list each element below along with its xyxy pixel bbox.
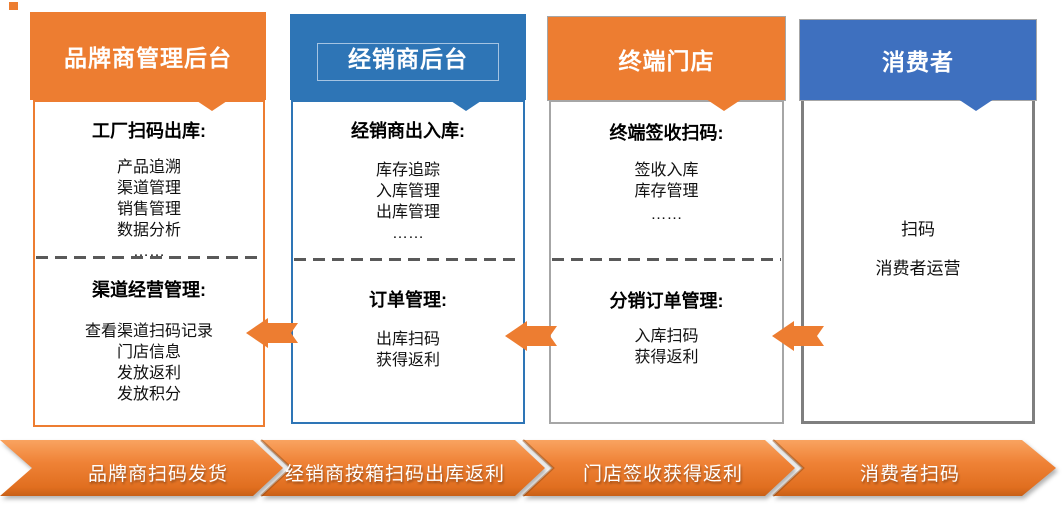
process-step-label: 门店签收获得返利 <box>582 464 743 485</box>
column-title-brand: 品牌商管理后台 <box>64 45 232 71</box>
header-notch-icon <box>448 99 484 111</box>
process-bar-segment <box>0 440 283 496</box>
column-title-store: 终端门店 <box>618 47 715 74</box>
process-step-label: 消费者扫码 <box>859 464 960 485</box>
item-list: 出库扫码 获得返利 <box>293 329 523 371</box>
list-item: 库存管理 <box>634 183 699 200</box>
list-item: …… <box>650 206 683 223</box>
list-item: 入库管理 <box>375 183 440 200</box>
list-item: 出库管理 <box>375 204 440 221</box>
section-heading: 经销商出入库: <box>351 121 465 141</box>
flow-arrow-left-icon <box>246 318 298 348</box>
process-bar-segment <box>261 440 545 496</box>
item-list: 入库扫码 获得返利 <box>551 326 782 368</box>
list-item: 销售管理 <box>116 201 181 218</box>
header-notch-icon <box>194 99 230 111</box>
list-item: 查看渠道扫码记录 <box>84 323 213 340</box>
column-header-distributor: 经销商后台 <box>290 14 526 111</box>
list-item: 出库扫码 <box>375 331 440 348</box>
list-item: 产品追溯 <box>116 159 181 176</box>
flow-arrow-left-icon <box>505 321 557 351</box>
column-title-distributor: 经销商后台 <box>348 46 468 72</box>
column-body-consumer: 扫码 消费者运营 <box>801 98 1035 424</box>
item-list: 产品追溯 渠道管理 销售管理 数据分析 …… <box>35 157 263 262</box>
section-heading: 工厂扫码出库: <box>92 121 206 141</box>
column-header-brand: 品牌商管理后台 <box>30 12 266 111</box>
dashed-divider <box>552 258 781 261</box>
list-item: 入库扫码 <box>634 328 699 345</box>
column-header-store: 终端门店 <box>547 16 786 111</box>
list-item: 发放返利 <box>116 365 181 382</box>
list-item: …… <box>133 243 165 260</box>
list-item: 门店信息 <box>116 344 181 361</box>
process-bar-segment <box>773 440 1056 496</box>
list-item: 渠道管理 <box>116 180 181 197</box>
section-heading: 订单管理: <box>369 290 447 310</box>
section-heading: 分销订单管理: <box>609 291 724 311</box>
corner-accent-square <box>9 2 18 10</box>
list-item: 库存追踪 <box>375 162 440 179</box>
column-header-consumer: 消费者 <box>799 19 1037 111</box>
column-body-brand: 工厂扫码出库: 产品追溯 渠道管理 销售管理 数据分析 …… 渠道经营管理: 查… <box>33 100 265 427</box>
process-bar-segment <box>523 440 795 496</box>
list-item: 消费者运营 <box>875 259 961 278</box>
list-item: 数据分析 <box>116 222 181 239</box>
list-item: 发放积分 <box>116 386 181 403</box>
chevron-separator-icon <box>260 439 293 497</box>
item-list: 查看渠道扫码记录 门店信息 发放返利 发放积分 <box>35 321 263 405</box>
column-title-consumer: 消费者 <box>882 49 954 75</box>
chevron-separator-icon <box>772 439 805 497</box>
header-title-outline <box>317 43 499 81</box>
chevron-separator-icon <box>522 439 555 497</box>
column-body-store: 终端签收扫码: 签收入库 库存管理 …… 分销订单管理: 入库扫码 获得返利 <box>549 100 784 424</box>
list-item: 获得返利 <box>634 349 699 366</box>
process-step-label: 经销商按箱扫码出库返利 <box>284 464 505 485</box>
header-notch-icon <box>706 99 742 111</box>
list-item: 签收入库 <box>634 162 699 179</box>
section-heading: 渠道经营管理: <box>92 280 206 300</box>
list-item: …… <box>392 225 424 242</box>
list-item: 扫码 <box>901 220 935 239</box>
process-bar <box>0 439 1056 497</box>
dashed-divider <box>36 256 262 259</box>
header-notch-icon <box>958 99 994 111</box>
column-body-distributor: 经销商出入库: 库存追踪 入库管理 出库管理 …… 订单管理: 出库扫码 获得返… <box>291 100 525 424</box>
item-list: 库存追踪 入库管理 出库管理 …… <box>293 160 523 244</box>
list-item: 获得返利 <box>375 352 440 369</box>
dashed-divider <box>294 258 522 261</box>
item-list: 签收入库 库存管理 …… <box>551 160 782 225</box>
process-step-label: 品牌商扫码发货 <box>87 464 228 485</box>
section-heading: 终端签收扫码: <box>609 123 724 143</box>
flow-arrow-left-icon <box>772 321 824 351</box>
